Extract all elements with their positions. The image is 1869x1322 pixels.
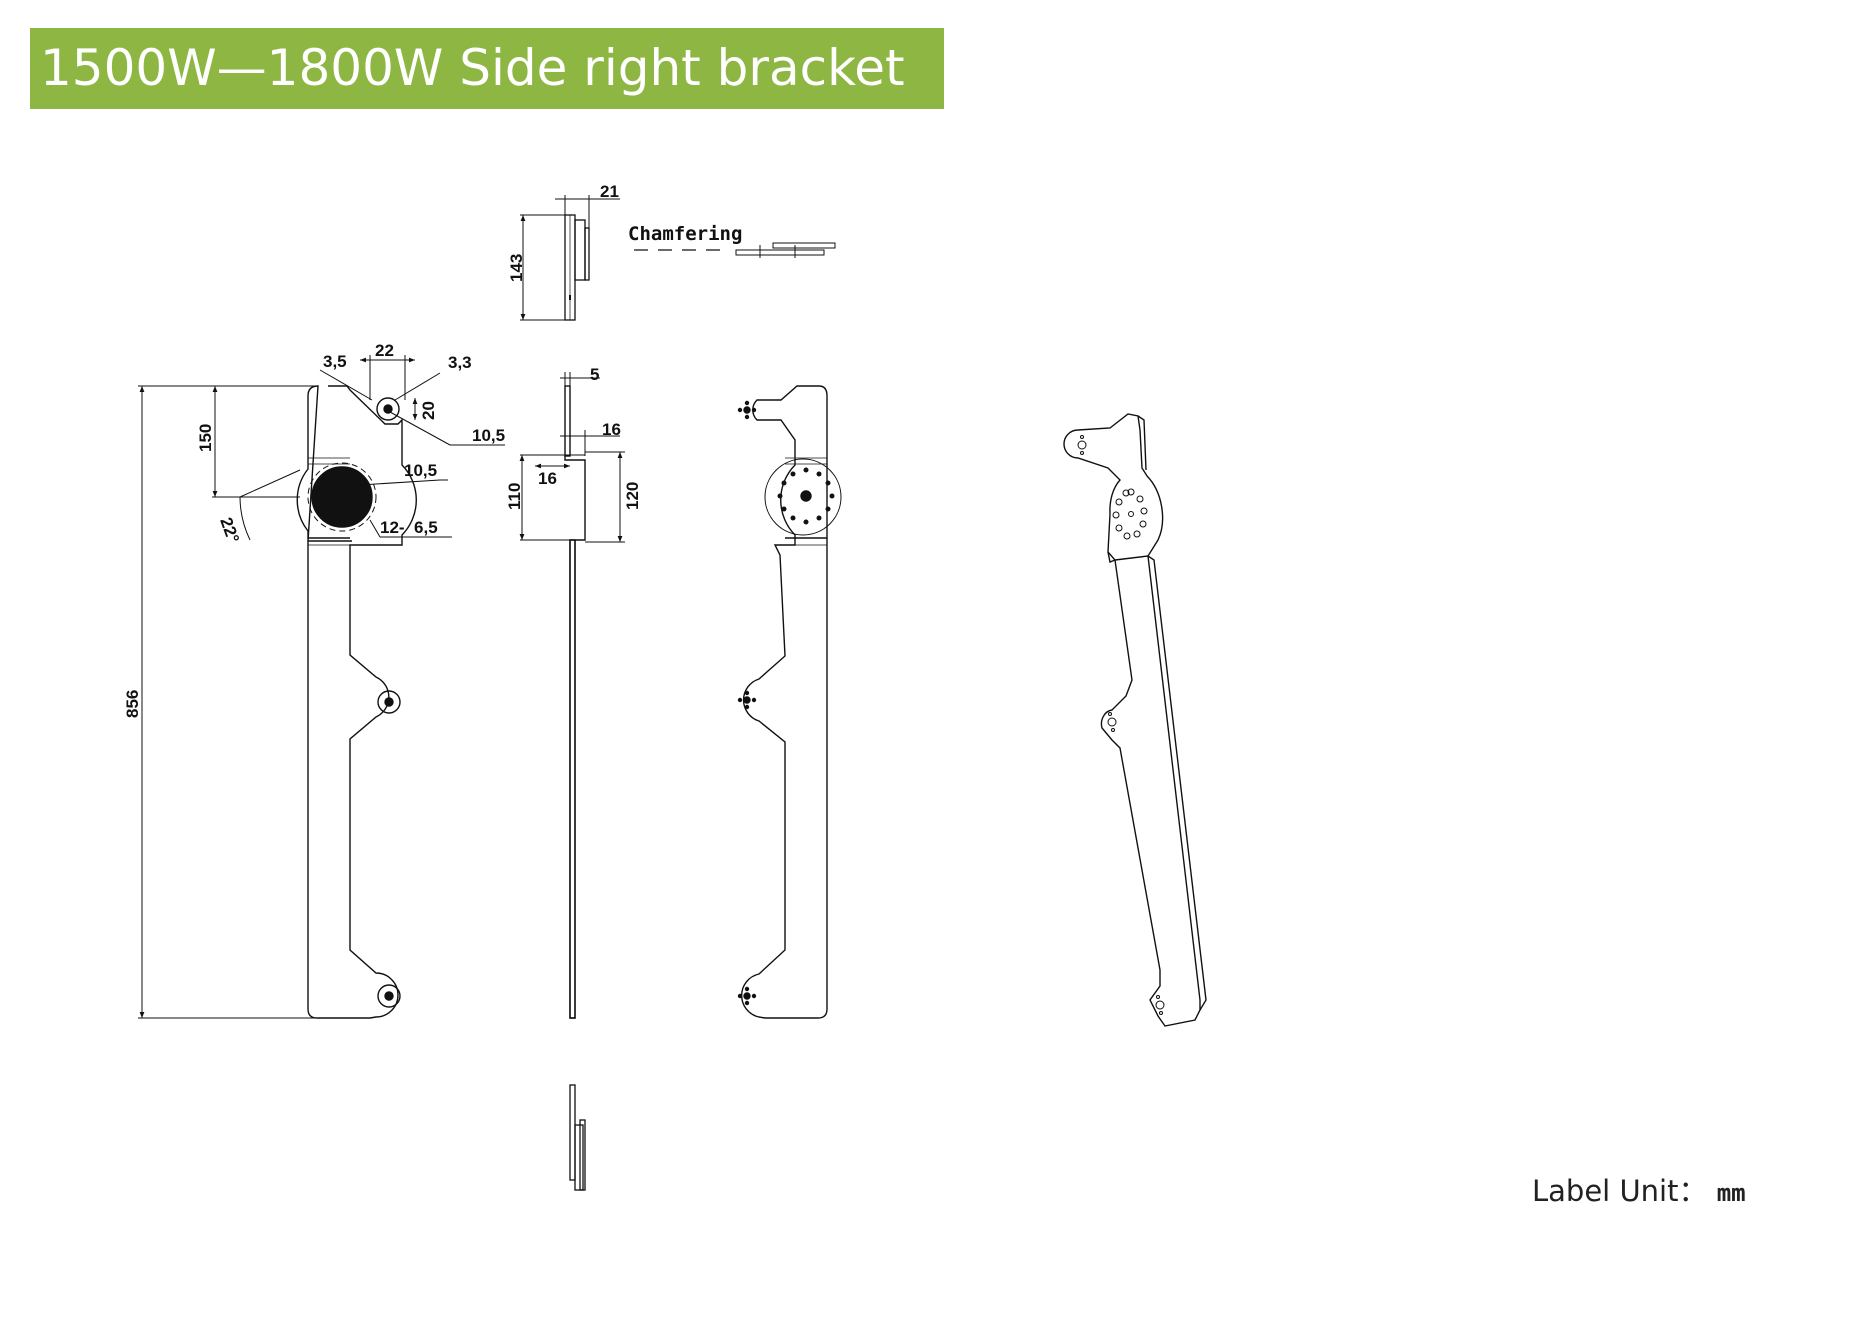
isometric-mount-hole-bottom bbox=[1155, 995, 1165, 1015]
side-plate-long bbox=[569, 539, 576, 1019]
rear-view bbox=[737, 385, 842, 1019]
unit-value: mm bbox=[1716, 1179, 1746, 1207]
dim-hole-height: 20 bbox=[419, 401, 438, 420]
rear-bracket-outline bbox=[740, 385, 828, 1019]
top-dimension-labels: 21 143 bbox=[507, 182, 619, 282]
dim-side-height-right: 120 bbox=[623, 482, 642, 510]
dim-front-top-to-center: 150 bbox=[196, 424, 215, 452]
dim-side-height-left: 110 bbox=[505, 483, 524, 510]
front-dimension-labels: 856 150 22 3,5 3,3 20 10,5 10,5 12- 6,5 … bbox=[123, 341, 505, 718]
dim-hole-left: 3,5 bbox=[323, 352, 347, 371]
dim-side-inner: 16 bbox=[538, 469, 557, 488]
dim-hole-width: 22 bbox=[375, 341, 394, 360]
dim-top-height: 143 bbox=[507, 254, 526, 282]
bottom-detail-view bbox=[569, 1084, 586, 1191]
side-view bbox=[564, 385, 586, 1019]
front-mount-hole-middle bbox=[377, 690, 401, 714]
isometric-mount-hole-middle bbox=[1107, 712, 1117, 732]
dim-side-thickness: 5 bbox=[590, 365, 599, 384]
rear-center-hole-ring bbox=[777, 467, 835, 525]
dim-center-diameter: 10,5 bbox=[404, 461, 437, 480]
rear-mount-hole-top bbox=[737, 400, 757, 420]
front-bracket-outline bbox=[296, 385, 417, 1019]
front-mount-hole-top bbox=[376, 397, 400, 421]
front-center-gear bbox=[307, 462, 377, 532]
top-dimension-lines bbox=[520, 195, 620, 321]
front-view bbox=[296, 385, 417, 1019]
dim-top-width: 21 bbox=[600, 182, 619, 201]
front-dimension-lines bbox=[138, 355, 505, 1019]
isometric-bracket-outline bbox=[1063, 413, 1201, 1027]
isometric-mount-hole-top bbox=[1077, 435, 1087, 455]
side-dimension-labels: 5 16 16 110 120 bbox=[505, 365, 642, 510]
side-plate-top bbox=[564, 385, 571, 457]
dim-side-offset: 16 bbox=[602, 420, 621, 439]
dim-front-height: 856 bbox=[123, 690, 142, 718]
dim-hole-diameter: 10,5 bbox=[472, 426, 505, 445]
rear-mount-hole-bottom bbox=[737, 986, 757, 1006]
side-dimension-lines bbox=[519, 372, 625, 543]
dim-angle: 22° bbox=[216, 515, 243, 546]
isometric-view bbox=[1063, 413, 1207, 1027]
chamfering-detail bbox=[735, 242, 836, 258]
unit-label-text: Label Unit： bbox=[1532, 1174, 1708, 1208]
rear-mount-hole-middle bbox=[737, 690, 757, 710]
rear-center-hub bbox=[764, 458, 842, 536]
page-title: 1500W—1800W Side right bracket bbox=[30, 28, 944, 109]
front-mount-hole-bottom bbox=[377, 984, 401, 1008]
dim-hole-right: 3,3 bbox=[448, 353, 472, 372]
unit-label: Label Unit： mm bbox=[1532, 1168, 1746, 1210]
chamfering-label: Chamfering bbox=[628, 223, 742, 245]
dim-center-holes: 12- 6,5 bbox=[380, 518, 438, 537]
top-view bbox=[564, 214, 590, 321]
isometric-hub-holes bbox=[1112, 488, 1148, 540]
